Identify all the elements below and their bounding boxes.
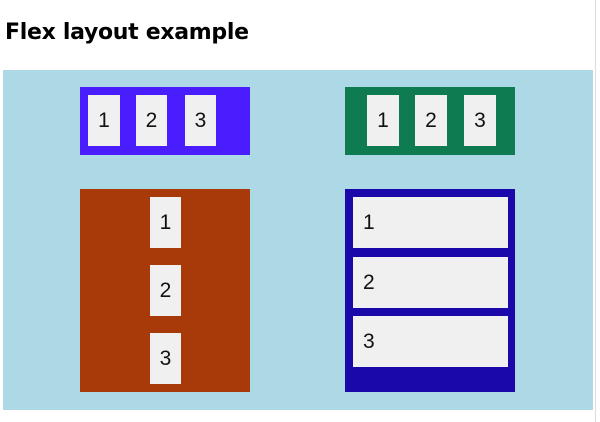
- flex-item: 3: [353, 316, 508, 367]
- flex-box-row-start: 1 2 3: [80, 87, 250, 155]
- flex-item: 3: [185, 95, 216, 146]
- scrollbar[interactable]: [595, 0, 596, 422]
- flex-container: 1 2 3 1 2 3 1 2 3 1 2 3: [3, 70, 593, 410]
- flex-item: 1: [88, 95, 120, 146]
- flex-item: 1: [353, 197, 508, 248]
- flex-item: 2: [150, 265, 181, 316]
- flex-box-column-center: 1 2 3: [80, 189, 250, 392]
- flex-item: 1: [367, 95, 399, 146]
- flex-item: 2: [415, 95, 447, 146]
- page-title: Flex layout example: [5, 20, 249, 45]
- flex-box-column-stretch: 1 2 3: [345, 189, 515, 392]
- flex-item: 2: [136, 95, 167, 146]
- flex-item: 3: [150, 333, 181, 384]
- flex-item: 1: [150, 197, 181, 248]
- flex-item: 3: [464, 95, 496, 146]
- flex-box-row-center: 1 2 3: [345, 87, 515, 155]
- flex-item: 2: [353, 257, 508, 308]
